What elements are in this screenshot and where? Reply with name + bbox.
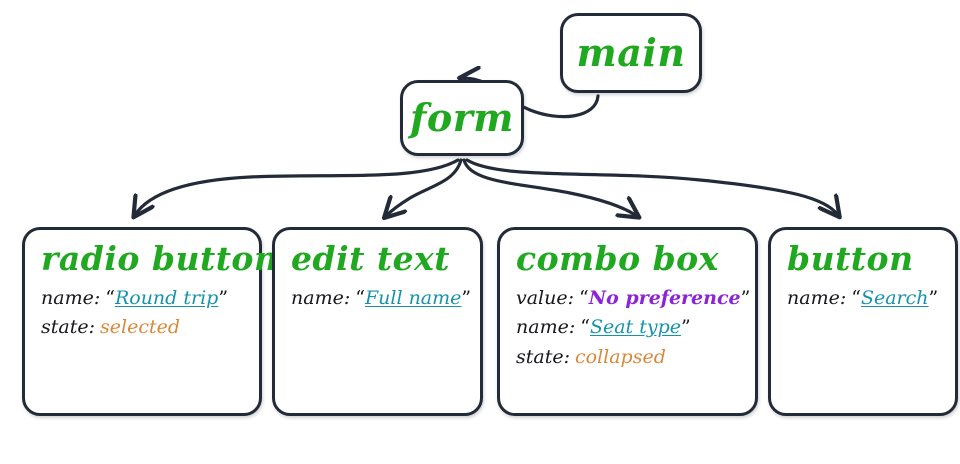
- edge-form-to-combo-box: [462, 158, 637, 216]
- edge-form-to-radio-button: [135, 158, 460, 215]
- attr-row: name:“Seat type”: [516, 313, 741, 342]
- quote-close: ”: [218, 286, 229, 309]
- node-form[interactable]: form: [400, 80, 524, 156]
- quote-close: ”: [928, 286, 939, 309]
- quote-open: “: [580, 316, 590, 339]
- quote-open: “: [355, 286, 365, 309]
- attr-key: name:: [291, 286, 351, 309]
- quote-close: ”: [740, 286, 751, 309]
- attr-value: selected: [100, 316, 180, 339]
- quote-open: “: [579, 286, 589, 309]
- attr-row: state:collapsed: [516, 343, 741, 372]
- node-button-title: button: [787, 239, 914, 278]
- node-edit-text-title: edit text: [291, 239, 450, 278]
- quote-open: “: [105, 286, 115, 309]
- edge-form-to-button: [465, 158, 838, 215]
- attr-value: Seat type: [589, 316, 681, 339]
- attr-key: name:: [41, 286, 101, 309]
- attr-value: No preference: [588, 286, 741, 309]
- quote-open: “: [851, 286, 861, 309]
- attr-key: state:: [41, 316, 95, 339]
- edge-form-to-edit-text: [386, 158, 463, 216]
- quote-close: ”: [461, 286, 472, 309]
- node-form-title: form: [410, 95, 514, 140]
- node-edit-text[interactable]: edit text name:“Full name”: [272, 227, 483, 416]
- node-combo-box-title: combo box: [516, 239, 719, 278]
- attr-key: state:: [516, 345, 570, 368]
- node-radio-button[interactable]: radio button name:“Round trip” state:sel…: [22, 227, 279, 416]
- node-button[interactable]: button name:“Search”: [768, 227, 958, 416]
- attr-row: name:“Full name”: [291, 284, 471, 313]
- attr-key: value:: [516, 286, 575, 309]
- attr-row: name:“Round trip”: [41, 284, 245, 313]
- attr-key: name:: [516, 316, 576, 339]
- attr-value: collapsed: [575, 345, 666, 368]
- node-main[interactable]: main: [560, 13, 702, 93]
- attr-key: name:: [787, 286, 847, 309]
- quote-close: ”: [681, 316, 691, 339]
- attr-row: state:selected: [41, 313, 245, 342]
- node-radio-button-title: radio button: [41, 239, 279, 278]
- attr-value: Search: [860, 286, 929, 309]
- node-combo-box[interactable]: combo box value:“No preference” name:“Se…: [497, 227, 758, 416]
- attr-value: Round trip: [114, 286, 219, 309]
- node-main-title: main: [576, 30, 686, 75]
- attr-row: value:“No preference”: [516, 284, 750, 313]
- attr-row: name:“Search”: [787, 284, 941, 313]
- attr-value: Full name: [364, 286, 462, 309]
